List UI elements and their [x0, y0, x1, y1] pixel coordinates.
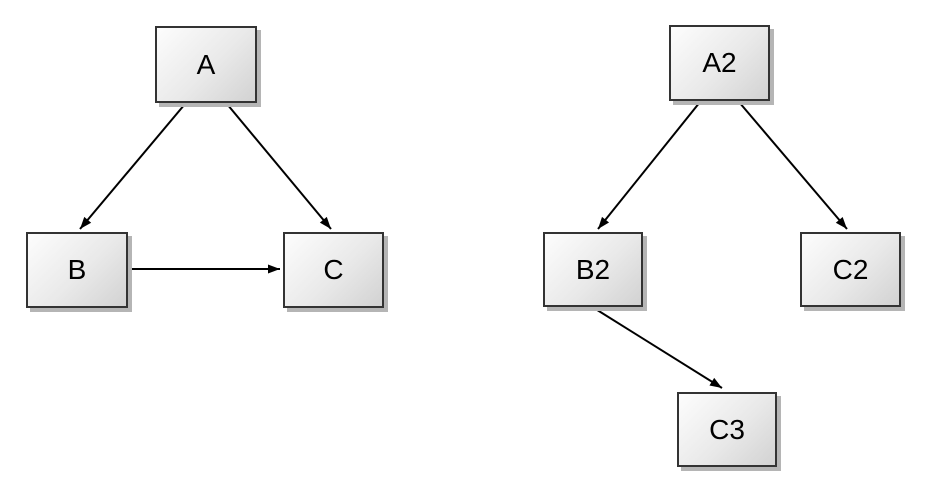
node-C2: C2	[800, 232, 901, 307]
node-label: C3	[709, 413, 745, 445]
node-A2: A2	[669, 25, 770, 101]
node-label: A	[196, 48, 216, 80]
node-label: C	[323, 254, 344, 285]
node-A: A	[155, 26, 257, 103]
node-label: C2	[832, 253, 869, 285]
node-C3: C3	[677, 392, 777, 467]
node-C: C	[283, 232, 384, 308]
node-label: A2	[702, 47, 737, 78]
node-B: B	[26, 232, 128, 308]
node-B2: B2	[543, 232, 643, 307]
node-label: B2	[575, 253, 611, 285]
node-label: B	[67, 254, 87, 285]
